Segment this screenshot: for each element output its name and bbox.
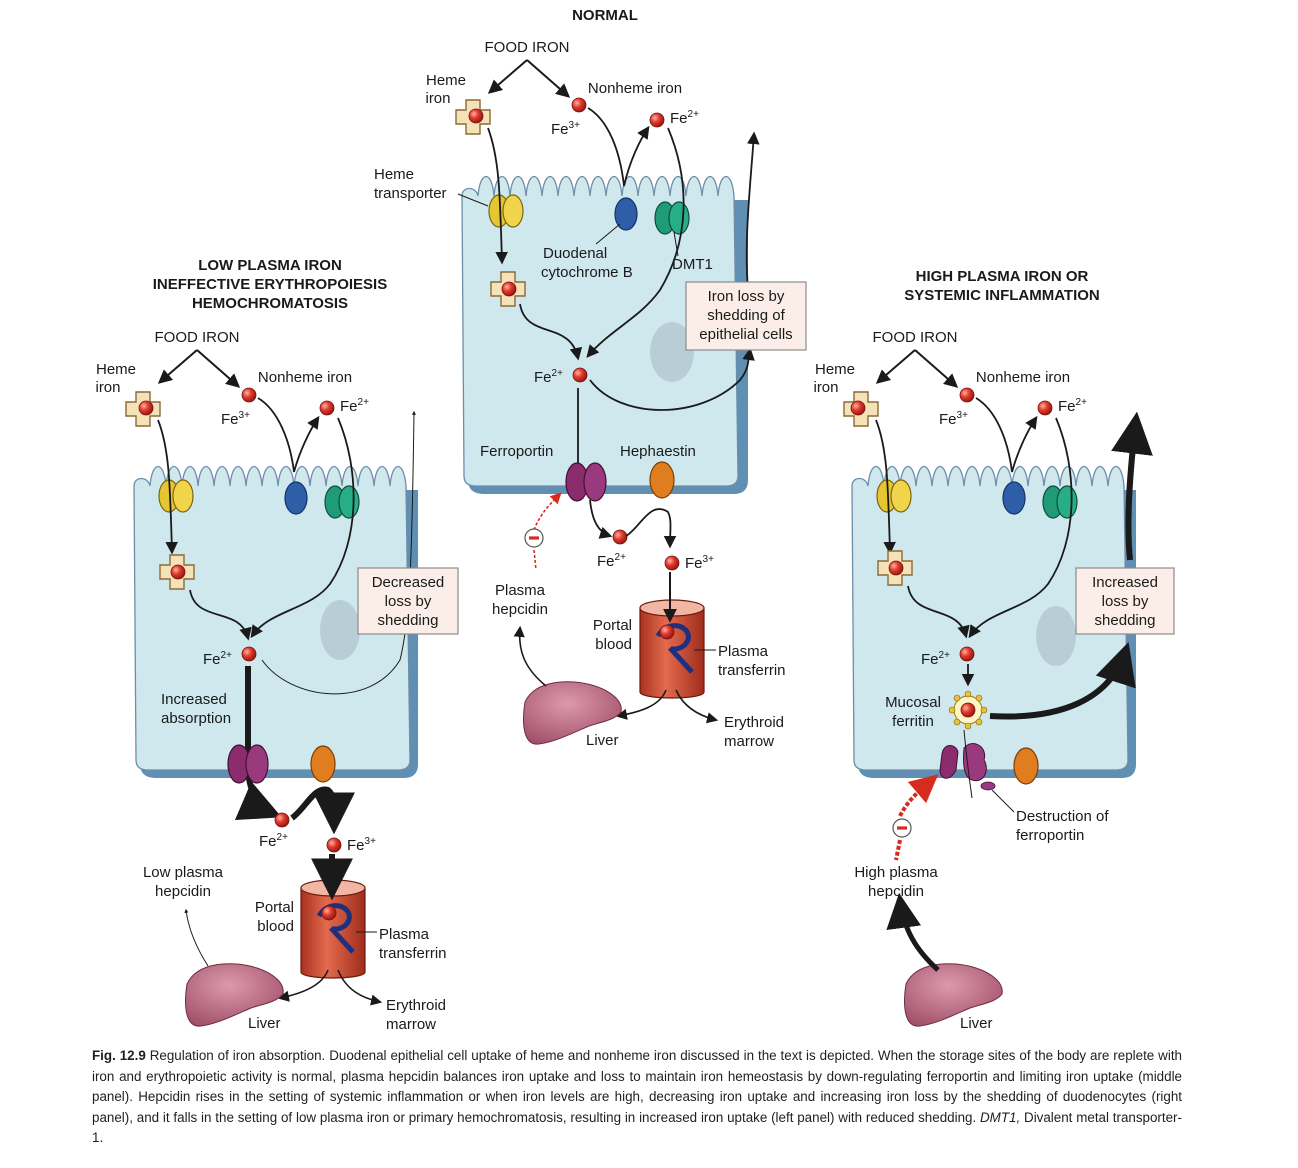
low-nucleus (320, 600, 360, 660)
high-heme-iron-icon (850, 400, 866, 416)
high-fe2-top-icon (1037, 400, 1053, 416)
normal-nucleus (650, 322, 694, 382)
high-heme-transporter-icon (876, 479, 912, 513)
high-fe3-icon (959, 387, 975, 403)
high-fe2-cell-label: Fe2+ (921, 650, 950, 668)
high-shedding-box (1075, 567, 1175, 635)
low-food-iron-label: FOOD IRON (155, 329, 240, 346)
normal-fe2-cell-label: Fe2+ (534, 368, 563, 386)
normal-epithelial-cell (461, 176, 739, 487)
figure-number: Fig. 12.9 (92, 1048, 146, 1063)
normal-hepcidin-inhibition-icon (524, 528, 544, 548)
caption-abbr-term: DMT1, (980, 1109, 1021, 1125)
high-duodenal-cytochrome-icon (1002, 481, 1026, 515)
low-fe2-top-label: Fe2+ (340, 397, 369, 415)
high-ferritin-iron-icon (960, 702, 976, 718)
low-fe2-out-label: Fe2+ (259, 832, 288, 850)
low-portal-vessel-icon (301, 880, 365, 978)
low-duodenal-cytochrome-icon (284, 481, 308, 515)
high-liver-label: Liver (960, 1015, 993, 1032)
low-nonheme-iron-label: Nonheme iron (258, 369, 352, 386)
low-heme-iron-icon (138, 400, 154, 416)
low-fe2-top-icon (319, 400, 335, 416)
high-food-iron-label: FOOD IRON (873, 329, 958, 346)
normal-fe2-top-icon (649, 112, 665, 128)
low-heme-iron-intracellular-icon (170, 564, 186, 580)
normal-fe2-out-label: Fe2+ (597, 552, 626, 570)
high-hephaestin-icon (1013, 747, 1039, 785)
normal-fe3-label: Fe3+ (551, 120, 580, 138)
low-hephaestin-icon (310, 745, 336, 783)
normal-dmt1-label: DMT1 (672, 256, 713, 273)
low-fe2-cell-icon (241, 646, 257, 662)
normal-fe2-out-icon (612, 529, 628, 545)
high-fe2-top-label: Fe2+ (1058, 397, 1087, 415)
low-transferrin-iron-icon (321, 905, 337, 921)
normal-transferrin-iron-icon (659, 624, 675, 640)
normal-fe3-out-label: Fe3+ (685, 554, 714, 572)
high-degraded-ferroportin-icon (939, 743, 996, 791)
high-nucleus (1036, 606, 1076, 666)
low-fe3-icon (241, 387, 257, 403)
high-nonheme-iron-label: Nonheme iron (976, 369, 1070, 386)
low-fe3-label: Fe3+ (221, 410, 250, 428)
normal-fe2-top-label: Fe2+ (670, 109, 699, 127)
normal-food-iron-label: FOOD IRON (485, 39, 570, 56)
caption-abbr-def: Divalent metal transporter-1. (92, 1109, 1182, 1146)
low-fe2-cell-label: Fe2+ (203, 650, 232, 668)
high-heme-iron-intracellular-icon (888, 560, 904, 576)
low-fe3-out-icon (326, 837, 342, 853)
normal-heme-iron-icon (468, 108, 484, 124)
normal-shedding-box (685, 281, 807, 351)
normal-hephaestin-label: Hephaestin (620, 443, 696, 460)
normal-ferroportin-label: Ferroportin (480, 443, 553, 460)
caption-text: Regulation of iron absorption. Duodenal … (92, 1048, 1182, 1125)
low-heme-transporter-icon (158, 479, 194, 513)
normal-fe3-icon (571, 97, 587, 113)
normal-hephaestin-icon (649, 461, 675, 499)
low-fe2-out-icon (274, 812, 290, 828)
low-fe3-out-label: Fe3+ (347, 836, 376, 854)
normal-nonheme-iron-label: Nonheme iron (588, 80, 682, 97)
high-hepcidin-inhibition-icon (892, 818, 912, 838)
normal-fe3-out-icon (664, 555, 680, 571)
low-liver-label: Liver (248, 1015, 281, 1032)
figure-caption: Fig. 12.9 Regulation of iron absorption.… (92, 1046, 1182, 1149)
normal-fe2-cell-icon (572, 367, 588, 383)
normal-heme-transporter-icon (488, 194, 524, 228)
normal-title: NORMAL (572, 7, 638, 24)
normal-portal-vessel-icon (640, 600, 704, 698)
normal-liver-label: Liver (586, 732, 619, 749)
normal-heme-iron-intracellular-icon (501, 281, 517, 297)
high-fe3-label: Fe3+ (939, 410, 968, 428)
low-shedding-box (357, 567, 459, 635)
high-fe2-cell-icon (959, 646, 975, 662)
